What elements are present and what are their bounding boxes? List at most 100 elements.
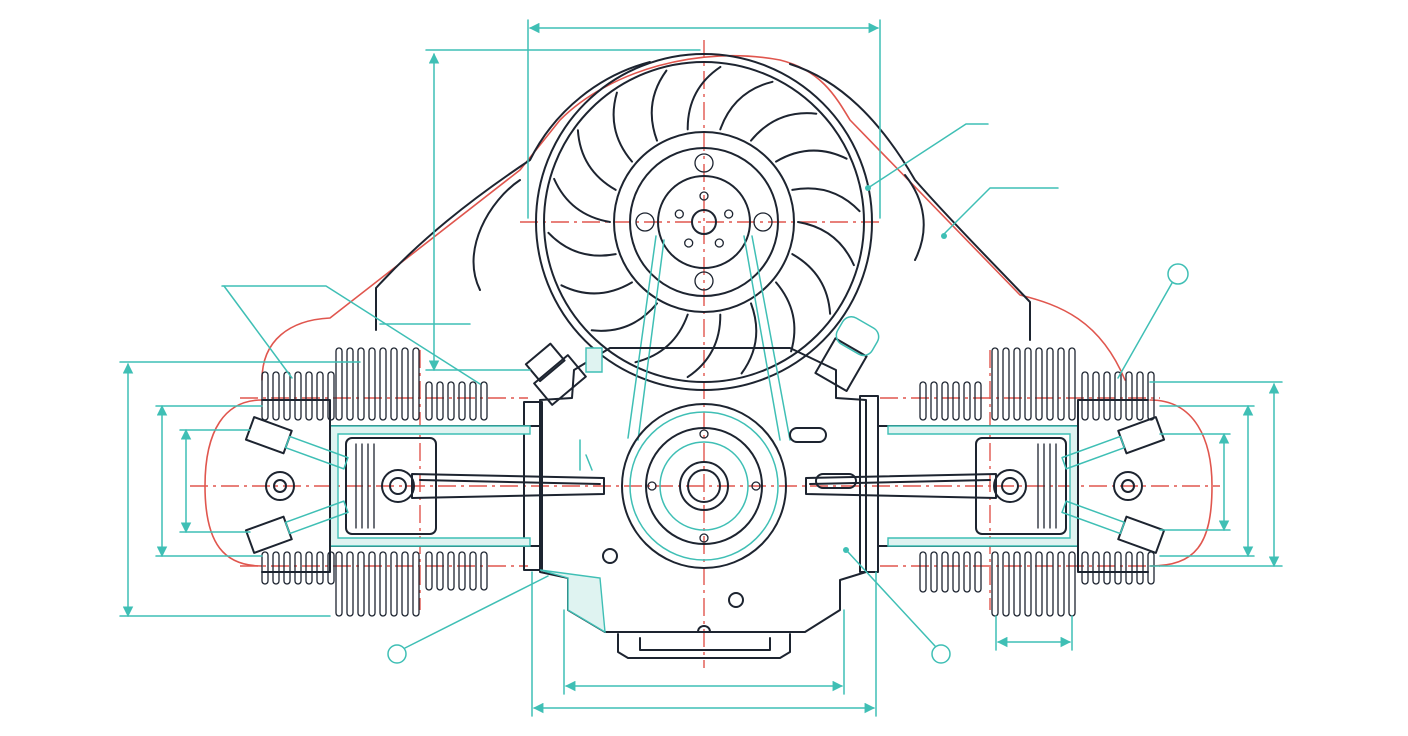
cooling-fin <box>357 347 365 421</box>
crank-hub-mid <box>645 427 763 545</box>
spark-plug-right-inner <box>1121 479 1135 493</box>
right-head-red-outline <box>1149 399 1213 567</box>
cooling-fin <box>480 551 488 591</box>
leader-left-fins <box>223 285 293 379</box>
pulley-bolt <box>714 238 724 248</box>
crankcase-hatch-left <box>539 569 606 634</box>
cooling-fin <box>401 347 409 421</box>
cooling-fin <box>1068 347 1076 421</box>
fan-blade <box>612 91 633 163</box>
leader-dot-bottom-right <box>843 547 849 553</box>
cooling-fin <box>1024 347 1032 421</box>
hub-hole-right <box>753 212 773 232</box>
cooling-fin <box>991 347 999 421</box>
cooling-fin <box>1125 371 1133 421</box>
leader-left-upper <box>221 285 481 385</box>
manifold-stubs <box>524 316 880 406</box>
cooling-fins-right <box>919 347 1155 617</box>
cooling-fin <box>305 371 313 421</box>
cooling-fin <box>272 551 280 585</box>
belt-right-inner <box>751 235 791 441</box>
valves <box>244 416 1166 554</box>
cooling-fin <box>346 551 354 617</box>
right-head <box>1077 399 1149 573</box>
leader-housing <box>941 187 1059 237</box>
cooling-fin <box>283 551 291 585</box>
belt-left-inner <box>637 239 665 441</box>
cooling-fin <box>458 551 466 591</box>
pulley-center-bore <box>691 209 717 235</box>
pulley-bolt <box>684 238 694 248</box>
cooling-fin <box>930 381 938 421</box>
cooling-fin <box>305 551 313 585</box>
fan-outer-ring <box>535 53 873 391</box>
cooling-fin <box>1103 371 1111 421</box>
fan-blade <box>797 221 855 267</box>
cooling-fin <box>1092 551 1100 585</box>
rod-right-rib <box>809 479 991 485</box>
cooling-fin <box>447 381 455 421</box>
fan-blade <box>553 177 611 223</box>
cooling-fin <box>261 371 269 421</box>
left-head-red-outline <box>204 399 263 567</box>
cooling-fin <box>1147 551 1155 585</box>
rod-left-rib <box>419 479 601 485</box>
cooling-fin <box>412 551 420 617</box>
crankcase <box>523 347 879 634</box>
fan-shroud-red-outline <box>261 54 1126 381</box>
cooling-fin <box>357 551 365 617</box>
piston-rings-right <box>1037 443 1057 529</box>
left-flange <box>523 401 543 571</box>
callout-bubble-bottom-right <box>931 644 951 664</box>
centerlines <box>190 40 1220 668</box>
cylinder-right <box>805 399 1149 573</box>
cooling-fin <box>1035 347 1043 421</box>
right-flange <box>859 395 879 573</box>
cooling-fin <box>368 551 376 617</box>
cooling-fin <box>1114 371 1122 421</box>
cooling-fin <box>412 347 420 421</box>
belt-left-outer <box>627 235 657 439</box>
left-barrel-hatch <box>329 425 531 547</box>
pulley-inner <box>657 175 751 269</box>
valve-left-lower <box>244 500 349 554</box>
piston-rings-left <box>355 443 375 529</box>
wrist-pin-right <box>993 469 1027 503</box>
cooling-fin <box>272 371 280 421</box>
oil-drain-plug <box>697 625 711 633</box>
leader-fan-shroud <box>867 123 989 189</box>
fan-blade <box>750 112 818 142</box>
cooling-fin <box>335 347 343 421</box>
crankshaft-center <box>687 469 721 503</box>
fan-inner-ring <box>543 61 865 383</box>
dimension-lines <box>119 19 1283 717</box>
cooling-fin <box>1125 551 1133 585</box>
cooling-fin <box>1092 371 1100 421</box>
oil-pan-inner <box>639 637 771 651</box>
connecting-rod-right <box>805 473 997 499</box>
oil-pan-body <box>617 633 791 659</box>
cooling-fin <box>346 347 354 421</box>
fan-blade <box>775 149 848 163</box>
cooling-fin <box>316 371 324 421</box>
cooling-fin <box>480 381 488 421</box>
cooling-fin <box>379 347 387 421</box>
fan-blade <box>547 231 617 257</box>
crank-hub-teal-ring <box>629 411 779 561</box>
spark-plug-right <box>1113 471 1143 501</box>
fan-blade <box>590 302 658 332</box>
pulley-bolt <box>724 209 734 219</box>
hub-hole-left <box>635 212 655 232</box>
fan-housing-right-outline <box>789 63 1031 341</box>
crank-hub-inner-teal <box>659 441 749 531</box>
spark-plug-left <box>265 471 295 501</box>
valve-left-upper <box>244 416 349 470</box>
cooling-fin <box>991 551 999 617</box>
cooling-fin <box>1046 347 1054 421</box>
fan-blades <box>547 65 861 379</box>
crankshaft-bore <box>679 461 729 511</box>
intake-stub-left <box>524 342 587 406</box>
connecting-rod-left <box>411 473 605 499</box>
cooling-fin <box>283 371 291 421</box>
piston-left <box>345 437 437 535</box>
